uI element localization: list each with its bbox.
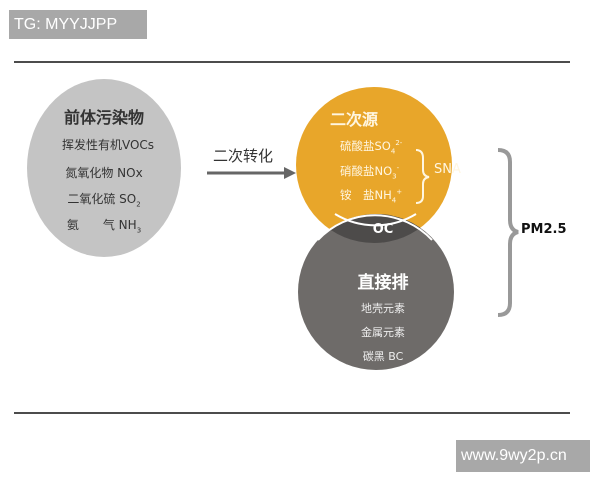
item-superscript: -: [396, 164, 400, 173]
item-subscript: 3: [392, 172, 397, 181]
precursor-item: 二氧化硫 SO2: [67, 190, 140, 208]
item-formula: NO: [374, 164, 393, 178]
secondary-item: 硫酸盐SO42-: [340, 138, 402, 155]
precursor-circle: [27, 79, 181, 257]
item-formula: VOCs: [121, 138, 155, 152]
precursor-item: 氮氧化物 NOx: [65, 164, 142, 181]
precursor-title: 前体污染物: [63, 108, 145, 127]
primary-item: 地壳元素: [361, 302, 405, 315]
overlap-border: [334, 213, 417, 227]
arrow-head: [284, 167, 296, 179]
item-formula: SO: [115, 192, 137, 206]
sna-label: SNA: [434, 162, 461, 177]
item-name: 挥发性有机: [61, 138, 122, 152]
item-subscript: 3: [136, 226, 142, 235]
item-superscript: +: [396, 188, 403, 197]
pm25-brace: [497, 148, 519, 317]
secondary-item: 铵 盐NH4+: [340, 187, 402, 204]
precursor-item: 挥发性有机VOCs: [62, 136, 154, 153]
item-formula: NOx: [113, 166, 143, 180]
item-formula: SO: [374, 139, 391, 153]
secondary-item: 硝酸盐NO3-: [340, 163, 399, 180]
overlap-border: [317, 214, 433, 241]
item-subscript: 4: [391, 196, 397, 205]
item-subscript: 2: [136, 200, 141, 209]
primary-item: 金属元素: [361, 326, 405, 339]
item-name: 硝酸盐: [340, 164, 375, 178]
overlap-label: OC: [372, 222, 394, 237]
watermark-bottom: www.9wy2p.cn: [456, 440, 590, 472]
item-superscript: 2-: [395, 139, 403, 148]
item-name: 氨 气: [66, 218, 115, 232]
item-name: 氮氧化物: [65, 166, 114, 180]
watermark-top: TG: MYYJJPP: [9, 10, 147, 39]
arrow-label: 二次转化: [213, 147, 274, 165]
pm25-label: PM2.5: [521, 222, 567, 237]
primary-title: 直接排: [357, 273, 409, 293]
secondary-title: 二次源: [330, 110, 379, 129]
item-name: 硫酸盐: [340, 139, 375, 153]
sna-brace: [415, 149, 430, 204]
primary-item: 碳黑 BC: [362, 350, 404, 363]
item-formula: NH: [374, 188, 392, 202]
item-name: 二氧化硫: [67, 192, 116, 206]
secondary-circle: [296, 87, 452, 243]
item-formula: NH: [114, 218, 137, 232]
primary-circle: [298, 214, 454, 370]
item-subscript: 4: [390, 147, 396, 156]
precursor-item: 氨 气 NH3: [67, 216, 141, 234]
item-name: 铵 盐: [340, 188, 375, 202]
